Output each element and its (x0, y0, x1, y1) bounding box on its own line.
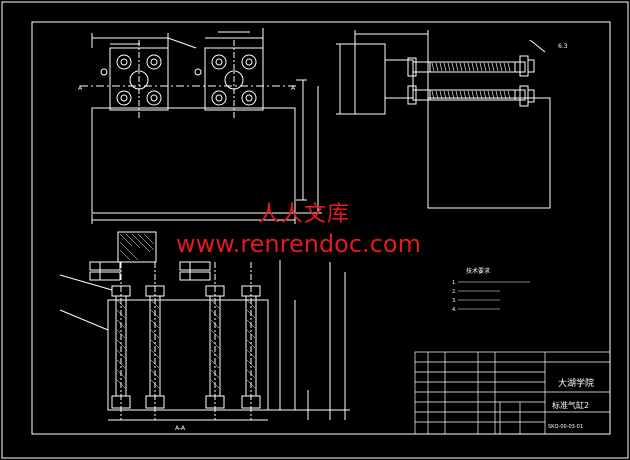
watermark-url: www.renrendoc.com (176, 230, 421, 258)
top-view (80, 28, 322, 224)
tech-note-1: 1. (452, 280, 457, 286)
side-view (336, 30, 551, 209)
tech-note-2: 2. (452, 289, 457, 295)
section-label-left: A (78, 85, 83, 92)
section-hatch (116, 233, 256, 389)
section-label-bottom: A-A (175, 425, 186, 432)
tech-note-3: 3. (452, 298, 457, 304)
title-block (414, 351, 611, 435)
title-block-drawing-name: 标准气缸2 (552, 400, 589, 410)
tech-notes-lines (458, 281, 530, 310)
section-view (59, 231, 350, 421)
section-label-right: A (291, 85, 296, 92)
watermark-cn: 人人文库 (258, 202, 351, 227)
tech-note-4: 4. (452, 307, 457, 313)
inner-frame (31, 21, 611, 435)
tech-notes-title: 技术要求 (466, 267, 490, 275)
roughness-note: 6.3 (558, 43, 568, 50)
spring-hatch (431, 62, 511, 100)
title-block-school: 大湖学院 (558, 377, 594, 389)
title-block-drawing-number: SKQ-00-03-01 (548, 424, 583, 430)
